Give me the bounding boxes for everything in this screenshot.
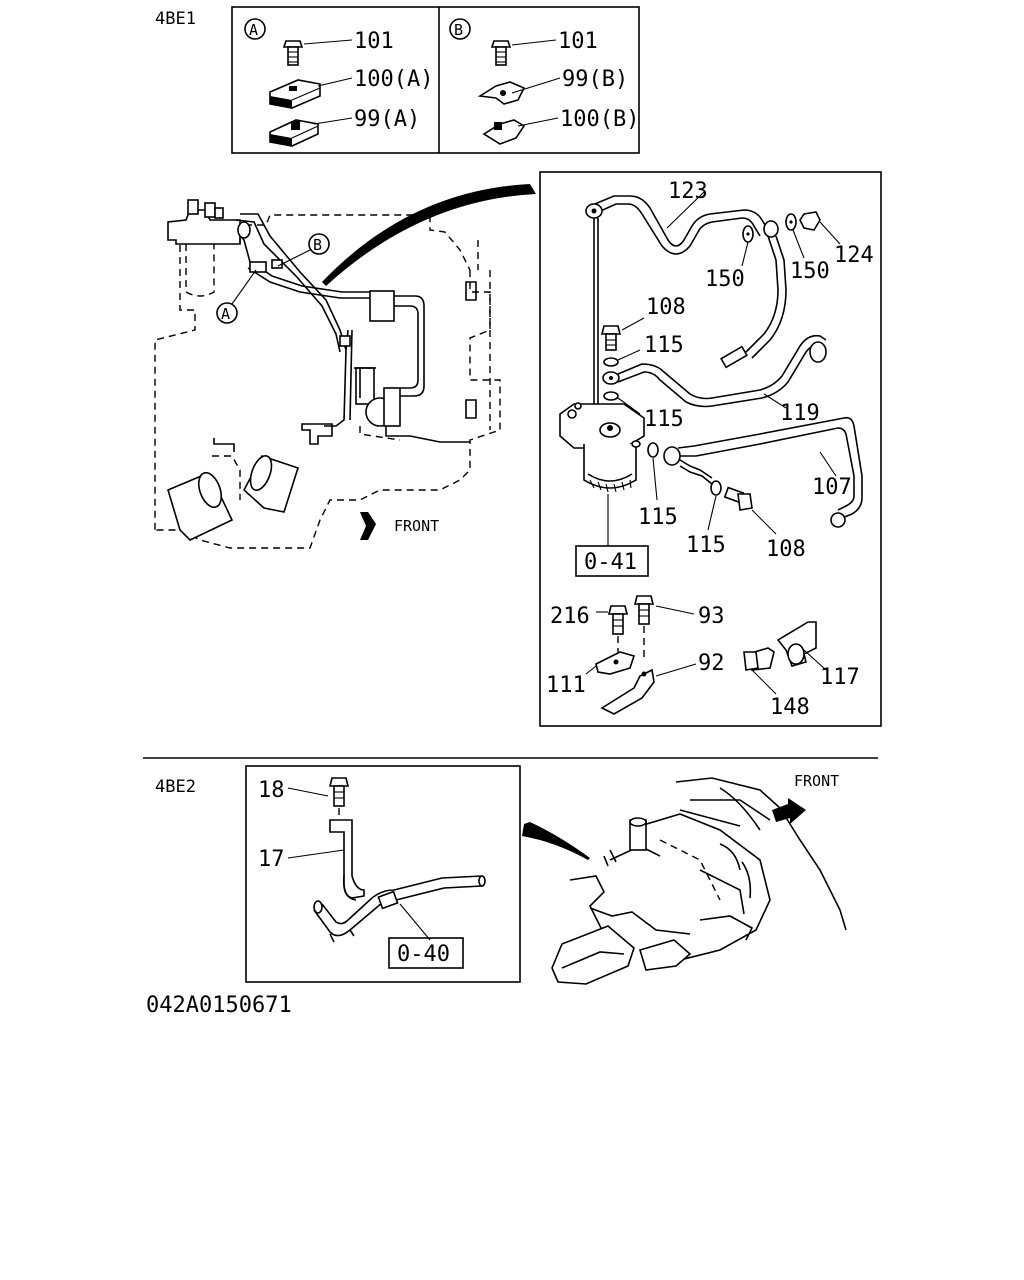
callout-b-marker: B: [313, 236, 322, 254]
drawing-number: 042A0150671: [146, 993, 292, 1018]
label-93: 93: [698, 604, 725, 629]
label-216: 216: [550, 604, 590, 629]
bracket-99a: [269, 119, 319, 147]
label-18: 18: [258, 778, 285, 803]
front-arrow-icon: [772, 798, 806, 824]
clip-100a: [269, 79, 321, 109]
detail-a: A 101 100(A) 99(A): [244, 18, 433, 147]
engine-4be1-illustration: A B FRONT: [154, 184, 536, 549]
label-115d: 115: [686, 533, 726, 558]
bottom-detail: 18 17 0-40: [258, 777, 486, 969]
label-111: 111: [546, 673, 586, 698]
label-108b: 108: [766, 537, 806, 562]
label-17: 17: [258, 847, 285, 872]
model-label-4be2: 4BE2: [155, 777, 196, 797]
callout-a-marker: A: [221, 305, 230, 323]
front-label-bottom: FRONT: [794, 772, 839, 790]
label-115a: 115: [644, 333, 684, 358]
label-123: 123: [668, 179, 708, 204]
label-101-b: 101: [558, 29, 598, 54]
label-115c: 115: [638, 505, 678, 530]
front-arrow-icon: [360, 512, 376, 540]
clip-99b: [477, 81, 526, 105]
detail-box-clips: [231, 6, 640, 154]
label-107: 107: [812, 475, 852, 500]
label-100a: 100(A): [354, 67, 433, 92]
label-150a: 150: [705, 267, 745, 292]
bolt-101-a: [282, 40, 304, 66]
label-92: 92: [698, 651, 725, 676]
bolt-101-b: [490, 40, 512, 66]
label-148: 148: [770, 695, 810, 720]
label-99b: 99(B): [562, 67, 628, 92]
bottom-detail-box: [245, 765, 521, 983]
detail-a-marker: A: [249, 21, 258, 39]
label-108a: 108: [646, 295, 686, 320]
engine-4be2-illustration: FRONT: [522, 772, 847, 985]
label-117: 117: [820, 665, 860, 690]
front-label-top: FRONT: [394, 517, 439, 535]
filter-detail-box: [539, 171, 882, 727]
bracket-100b: [482, 119, 526, 145]
ref-0-40: 0-40: [397, 942, 450, 967]
label-150b: 150: [790, 259, 830, 284]
label-124: 124: [834, 243, 874, 268]
label-100b: 100(B): [560, 107, 639, 132]
label-99a: 99(A): [354, 107, 420, 132]
ref-0-41: 0-41: [584, 550, 637, 575]
detail-b: B 101 99(B) 100(B): [449, 18, 639, 145]
label-115b: 115: [644, 407, 684, 432]
label-119: 119: [780, 401, 820, 426]
model-label-4be1: 4BE1: [155, 9, 196, 29]
detail-b-marker: B: [454, 21, 463, 39]
label-101-a: 101: [354, 29, 394, 54]
fuel-filter-detail: 123 150 150 124 108 115 115: [546, 179, 874, 720]
